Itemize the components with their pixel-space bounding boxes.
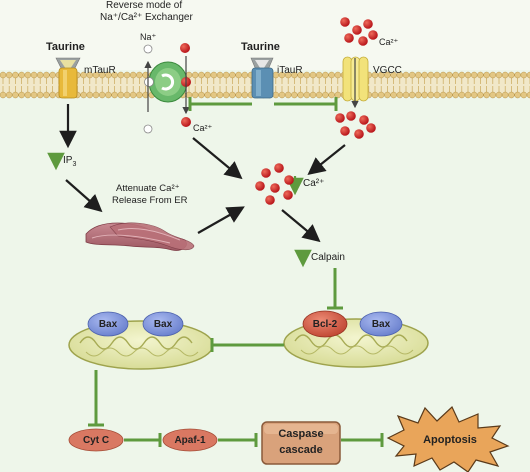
arrow-er-to-ca-pool: [197, 206, 245, 234]
na-ion-bottom: [143, 124, 153, 134]
calcium-ion: [344, 33, 354, 43]
bcl2-protein: [302, 310, 348, 338]
mtaur-receptor: [55, 57, 81, 99]
cytc-inhibits-apaf1: [124, 433, 162, 447]
calcium-cluster-vgcc: [335, 111, 376, 139]
itaur-inhibits-vgcc: [274, 97, 338, 111]
bax-protein-right: [359, 311, 403, 337]
apaf1-label: Apaf-1: [174, 434, 206, 446]
mito-inhibits-cytc: [88, 370, 104, 427]
bax-label-right: Bax: [371, 318, 391, 330]
calcium-ion: [255, 181, 265, 191]
calcium-ion: [340, 17, 350, 27]
taurine-label-right: Taurine: [241, 41, 280, 53]
ca-label-extracellular: Ca²⁺: [379, 37, 399, 47]
apaf1-inhibits-caspase: [218, 433, 258, 447]
na-label: Na⁺: [140, 32, 157, 42]
calcium-ion: [346, 111, 356, 121]
arrow-exchanger-ca-to-pool: [192, 137, 243, 180]
bax-protein-left-1: [87, 311, 129, 337]
apoptosis-burst: [386, 405, 510, 472]
itaur-label: iTauR: [277, 65, 303, 76]
itaur-inhibits-exchanger: [188, 97, 252, 111]
arrow-ca-to-calpain: [281, 209, 321, 243]
calcium-ion: [270, 183, 280, 193]
bcl2-inhibits-bax: [210, 338, 284, 352]
ca-label-exchanger: Ca²⁺: [193, 123, 213, 133]
ca-ion-exchanger-bottom: [181, 117, 191, 127]
attenuate-line2: Release From ER: [112, 195, 188, 206]
calcium-ion: [354, 129, 364, 139]
arrow-vgcc-ca-to-pool: [307, 144, 346, 176]
caspase-inhibits-apoptosis: [341, 433, 384, 447]
exchanger-title-line2: Na⁺/Ca²⁺ Exchanger: [100, 12, 193, 23]
bax-protein-left-2: [142, 311, 184, 337]
itaur-receptor: [250, 57, 274, 99]
calcium-ion: [274, 163, 284, 173]
calpain-inhibits-bcl2: [327, 268, 343, 310]
ca-ion-exchanger-top: [180, 43, 190, 53]
mtaur-label: mTauR: [84, 65, 116, 76]
calcium-ion: [261, 168, 271, 178]
calpain-label: Calpain: [311, 252, 345, 263]
calcium-ion: [363, 19, 373, 29]
caspase-label-line1: Caspase: [278, 428, 324, 440]
calcium-cluster-extracellular: [340, 17, 378, 46]
endoplasmic-reticulum: [85, 222, 195, 251]
calcium-ion: [340, 126, 350, 136]
bax-label-left-1: Bax: [98, 318, 118, 330]
ca-label-cytosolic: Ca²⁺: [303, 178, 325, 189]
calcium-ion: [265, 195, 275, 205]
calcium-ion: [284, 175, 294, 185]
calcium-ion: [368, 30, 378, 40]
bax-label-left-2: Bax: [153, 318, 173, 330]
bcl2-label: Bcl-2: [312, 318, 338, 330]
calcium-ion: [283, 190, 293, 200]
arrow-ip3-to-er: [65, 179, 103, 213]
apaf1-node: [162, 428, 218, 452]
calcium-ion: [366, 123, 376, 133]
attenuate-line1: Attenuate Ca²⁺: [116, 183, 180, 194]
apoptosis-label: Apoptosis: [423, 434, 477, 446]
vgcc-label: VGCC: [373, 65, 402, 76]
ip3-label: IP3: [63, 155, 77, 168]
calcium-ion: [335, 113, 345, 123]
cytc-node: [68, 428, 124, 452]
cytc-label: Cyt C: [82, 434, 110, 446]
calcium-ion: [358, 36, 368, 46]
calcium-ion: [352, 25, 362, 35]
exchanger-title-line1: Reverse mode of: [106, 0, 183, 11]
na-ca-exchanger: [144, 61, 191, 103]
na-ion-top: [143, 44, 153, 54]
calcium-cluster-cytosolic: [255, 163, 294, 205]
caspase-label-line2: cascade: [279, 444, 323, 456]
taurine-label-left: Taurine: [46, 41, 85, 53]
calcium-ion: [359, 115, 369, 125]
